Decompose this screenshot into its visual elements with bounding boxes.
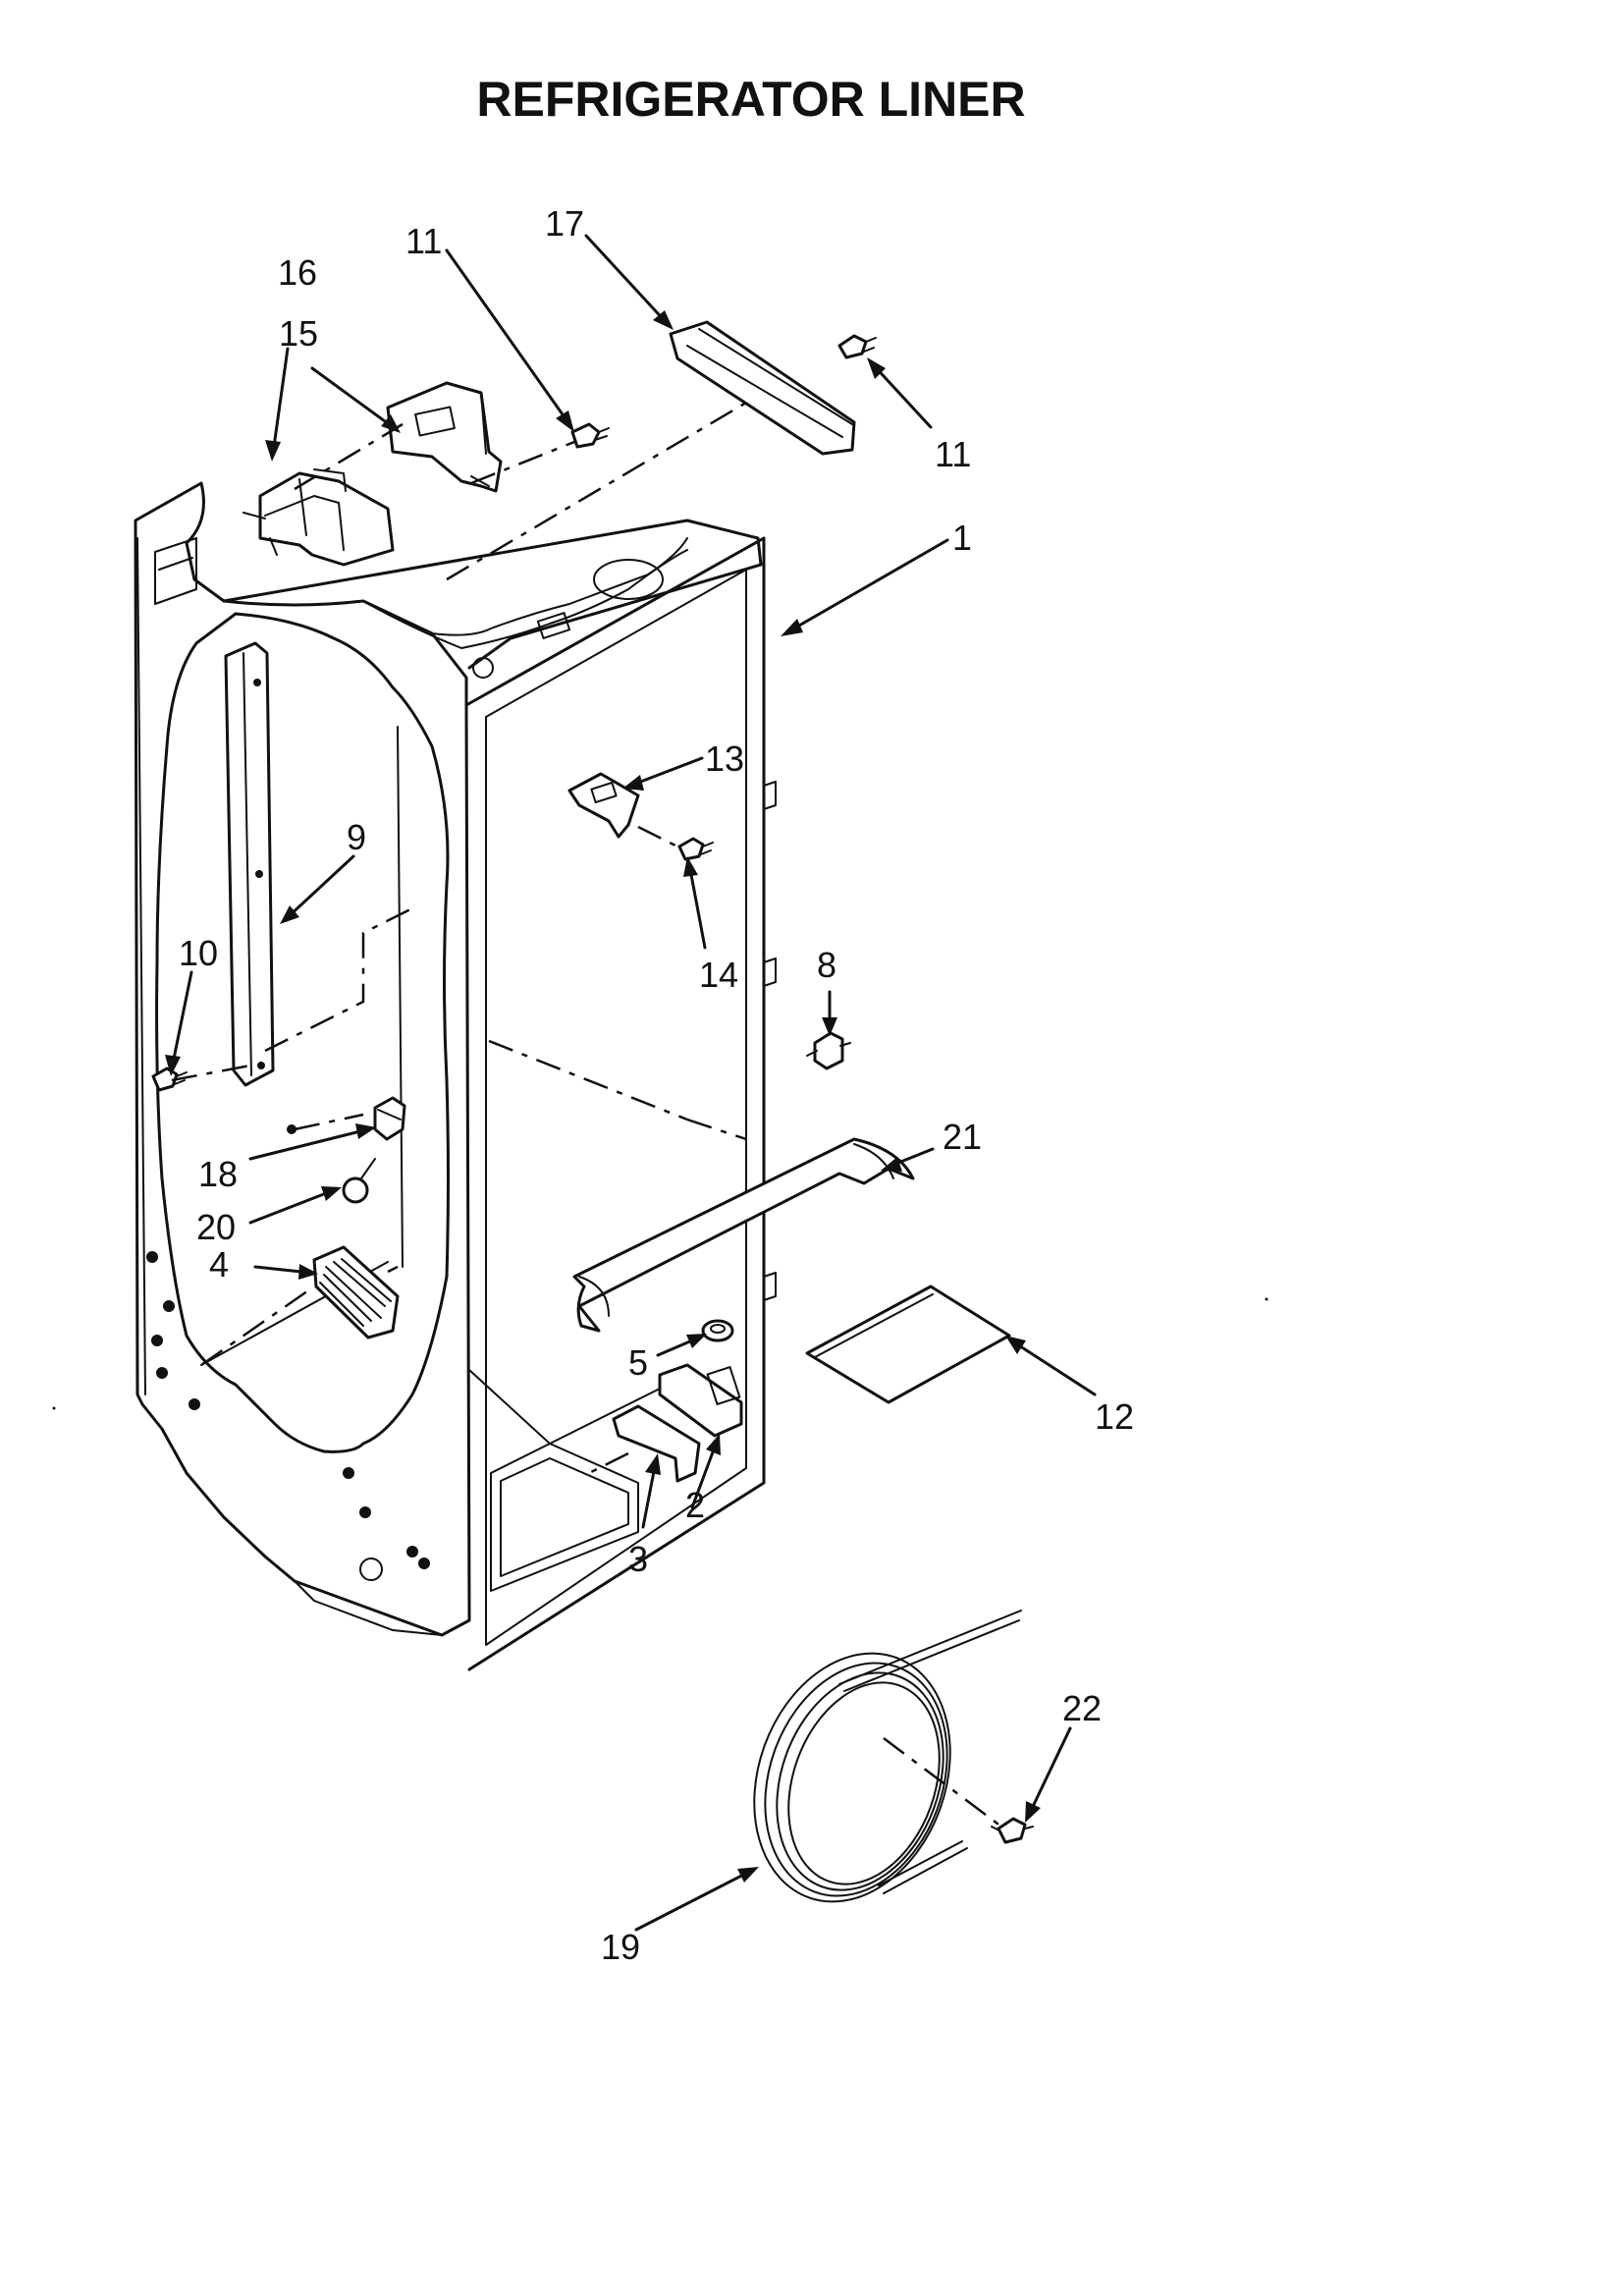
tube-coil-part-19 <box>753 1610 1022 1903</box>
page-title: REFRIGERATOR LINER <box>476 72 1026 127</box>
screw-part-22 <box>991 1817 1034 1844</box>
part-labels: 1 2 3 4 5 8 9 10 11 11 12 13 14 15 16 17… <box>179 203 1134 1967</box>
screw-part-11b <box>837 334 877 359</box>
bracket-part-2 <box>658 1363 743 1438</box>
leader-arrows <box>165 234 1097 1932</box>
screw-part-11a <box>570 422 610 449</box>
screw-part-14 <box>677 837 714 861</box>
part-label-3: 3 <box>628 1539 648 1579</box>
control-bracket-part <box>386 381 503 493</box>
stud-part-8 <box>806 1031 851 1070</box>
assembly-lines <box>171 401 1002 1828</box>
bulb-part-20 <box>342 1158 376 1204</box>
part-label-18: 18 <box>198 1154 238 1194</box>
grille-part-4 <box>312 1245 400 1339</box>
part-label-2: 2 <box>685 1485 705 1525</box>
part-label-11a: 11 <box>405 221 442 261</box>
part-label-15: 15 <box>279 313 318 354</box>
rail-part <box>669 320 856 456</box>
part-label-14: 14 <box>699 955 738 995</box>
part-label-11b: 11 <box>935 434 971 474</box>
part-label-8: 8 <box>817 945 836 985</box>
socket-part-18 <box>287 1096 406 1141</box>
plug-part-5 <box>701 1319 734 1342</box>
part-label-9: 9 <box>347 817 366 857</box>
part-label-5: 5 <box>628 1342 648 1383</box>
part-label-19: 19 <box>601 1927 640 1967</box>
part-label-22: 22 <box>1062 1688 1102 1728</box>
part-label-4: 4 <box>209 1244 229 1285</box>
control-housing-part <box>243 468 395 567</box>
part-label-12: 12 <box>1095 1396 1134 1437</box>
part-label-10: 10 <box>179 933 218 973</box>
part-label-13: 13 <box>705 738 744 779</box>
part-label-1: 1 <box>952 518 972 558</box>
part-label-20: 20 <box>196 1207 236 1247</box>
bracket-part-3 <box>612 1404 701 1483</box>
part-label-21: 21 <box>943 1117 982 1157</box>
bracket-part-13 <box>567 772 640 839</box>
cover-part-12 <box>805 1285 1011 1404</box>
shelf-support-part <box>224 641 275 1087</box>
part-label-17: 17 <box>545 203 584 244</box>
shield-part-21 <box>572 1137 915 1333</box>
part-label-16: 16 <box>278 252 317 293</box>
